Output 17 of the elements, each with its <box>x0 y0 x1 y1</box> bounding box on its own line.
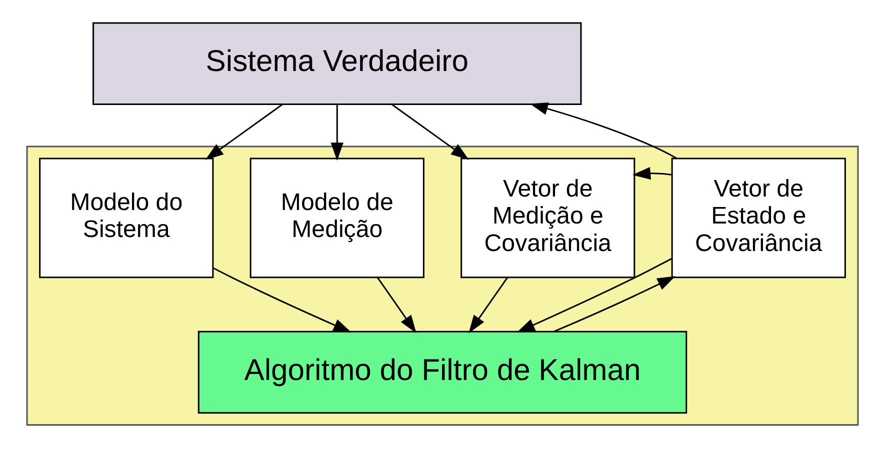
arrow <box>632 166 672 180</box>
node-box: Vetor de Medição e Covariância <box>460 157 636 278</box>
node-box: Vetor de Estado e Covariância <box>671 157 846 278</box>
arrow <box>516 258 672 332</box>
cluster <box>26 145 859 426</box>
arrow <box>330 104 344 160</box>
arrow <box>213 266 352 332</box>
node-box: Algoritmo do Filtro de Kalman <box>198 330 688 414</box>
arrow <box>554 276 676 332</box>
node-box: Modelo de Medição <box>250 157 424 278</box>
node-box: Sistema Verdadeiro <box>92 22 582 105</box>
arrow <box>530 102 678 158</box>
arrow <box>392 103 469 160</box>
arrow <box>205 103 283 160</box>
arrow <box>376 276 416 333</box>
arrow <box>468 276 508 333</box>
node-box: Modelo do Sistema <box>39 157 214 278</box>
